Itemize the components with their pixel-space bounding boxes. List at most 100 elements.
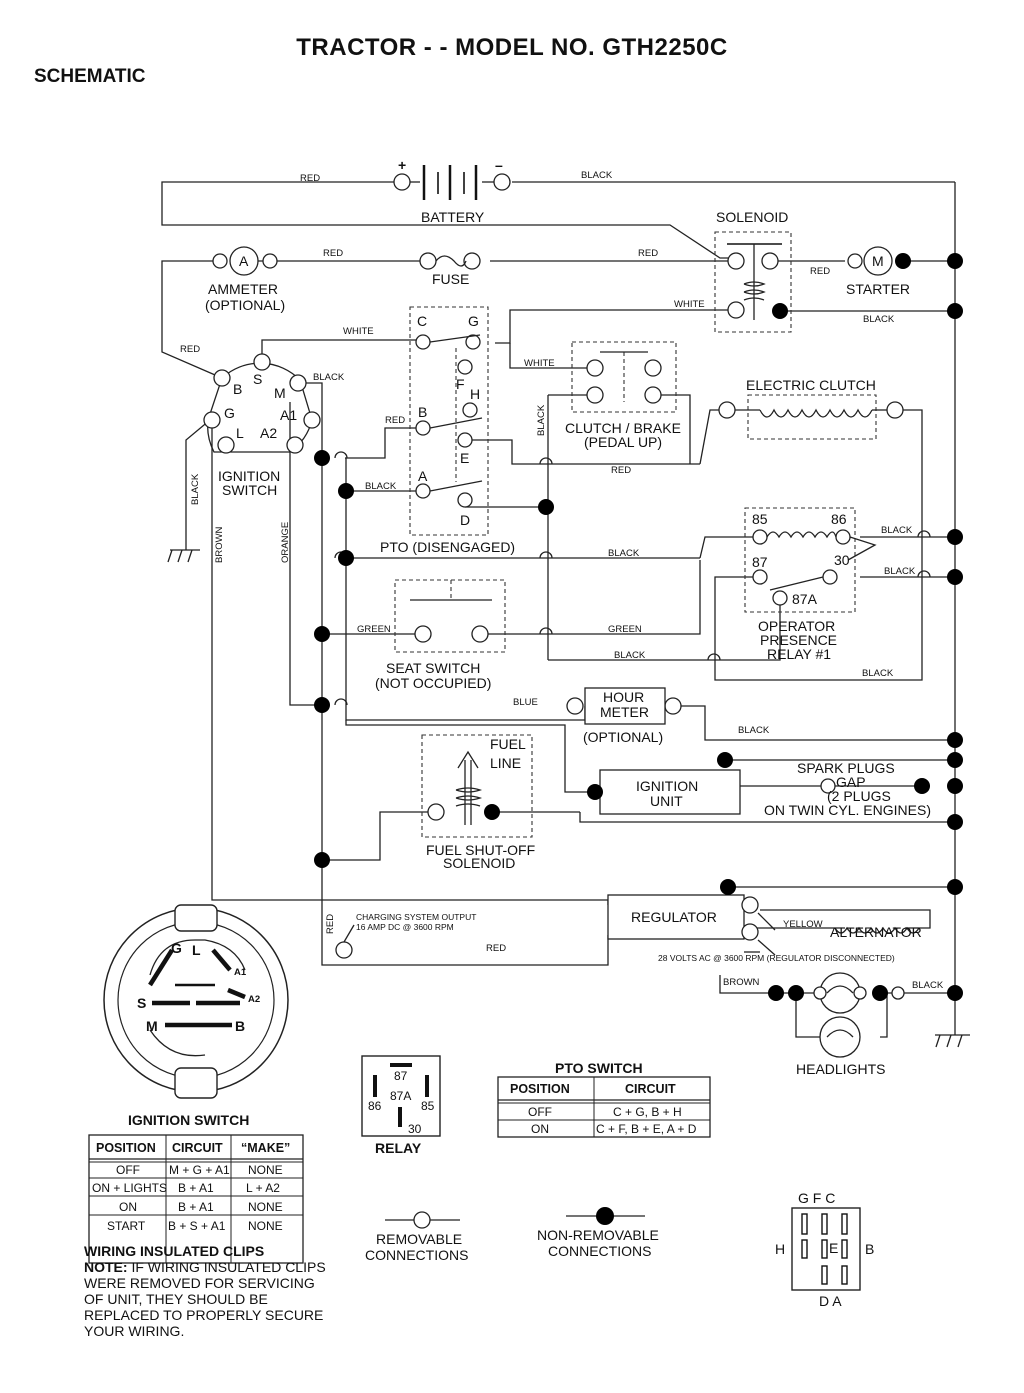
relay-diagram-label: RELAY — [375, 1140, 422, 1156]
pto-switch: C G F H B E A D PTO (DISENGAGED) — [380, 306, 515, 555]
ign-face-l: L — [192, 942, 201, 958]
fuse: FUSE — [419, 252, 481, 287]
pto-label: PTO (DISENGAGED) — [380, 539, 515, 555]
pto-switch-table: PTO SWITCH POSITION CIRCUIT OFF C + G, B… — [497, 1060, 711, 1138]
pto-th-position: POSITION — [510, 1082, 570, 1096]
wire-red-1: RED — [300, 173, 320, 184]
ign-r1-c0: ON + LIGHTS — [92, 1181, 167, 1195]
relay-term-86: 86 — [831, 511, 847, 527]
ign-face-a2: A2 — [248, 994, 260, 1005]
regulator-label: REGULATOR — [631, 909, 717, 925]
wire-red-8: RED — [486, 943, 506, 954]
ignition-switch-table: IGNITION SWITCH POSITION CIRCUIT “MAKE” … — [88, 1112, 304, 1264]
solenoid-label: SOLENOID — [716, 209, 788, 225]
wire-white-2: WHITE — [343, 326, 374, 337]
wire-white-3: WHITE — [524, 358, 555, 369]
wire-black-8: BLACK — [614, 650, 646, 661]
pto-term-d: D — [460, 512, 470, 528]
seat-label-2: (NOT OCCUPIED) — [375, 675, 491, 691]
note-lead: NOTE: — [84, 1259, 128, 1275]
pto-connector-right: B — [865, 1241, 874, 1257]
relay-term-87: 87 — [752, 554, 768, 570]
charging-note: CHARGING SYSTEM OUTPUT 16 AMP DC @ 3600 … — [335, 912, 895, 963]
wire-red-4: RED — [810, 266, 830, 277]
ignition-switch-face: G L A1 A2 S M B — [103, 904, 289, 1099]
wire-black-11: BLACK — [912, 980, 944, 991]
ign-face-g: G — [171, 940, 182, 956]
headlights-label: HEADLIGHTS — [796, 1061, 885, 1077]
relay-pin-30: 30 — [408, 1122, 422, 1136]
relay-pin-87a: 87A — [390, 1089, 411, 1103]
wire-black-6: BLACK — [608, 548, 640, 559]
page-subtitle: SCHEMATIC — [34, 66, 146, 87]
ign-r0-c2: NONE — [248, 1163, 283, 1177]
relay-label-3: RELAY #1 — [767, 646, 831, 662]
ign-term-a1: A1 — [280, 407, 297, 423]
wire-yellow: YELLOW — [783, 919, 823, 930]
clutch-label-2: (PEDAL UP) — [584, 434, 662, 450]
relay-term-87a: 87A — [792, 591, 818, 607]
ign-r0-c0: OFF — [116, 1163, 140, 1177]
electric-clutch: ELECTRIC CLUTCH — [718, 377, 904, 440]
ammeter-sub: (OPTIONAL) — [205, 297, 285, 313]
pto-r1-c0: ON — [531, 1122, 549, 1136]
spark-label-3: (2 PLUGS — [827, 788, 891, 804]
pto-term-f: F — [456, 376, 465, 392]
ign-r2-c2: NONE — [248, 1200, 283, 1214]
clutch-label-1: CLUTCH / BRAKE — [565, 420, 681, 436]
ign-th-circuit: CIRCUIT — [172, 1141, 223, 1155]
legend-nonremovable-2: CONNECTIONS — [548, 1243, 651, 1259]
legend: REMOVABLE CONNECTIONS NON-REMOVABLE CONN… — [365, 1207, 659, 1263]
pto-term-h: H — [470, 386, 480, 402]
wire-black-10: BLACK — [738, 725, 770, 736]
clutch-brake-switch: CLUTCH / BRAKE (PEDAL UP) — [565, 341, 681, 450]
wire-red-6: RED — [385, 415, 405, 426]
wire-red-7: RED — [611, 465, 631, 476]
pto-connector-bottom: D A — [819, 1293, 842, 1309]
starter-label: STARTER — [846, 281, 910, 297]
wire-black-12: BLACK — [190, 473, 201, 505]
wire-black-13: BLACK — [536, 404, 547, 436]
battery-plus: + — [398, 157, 406, 173]
wire-red-5: RED — [180, 344, 200, 355]
fuel-line-2: LINE — [490, 755, 521, 771]
wire-black-9: BLACK — [862, 668, 894, 679]
wire-green-1: GREEN — [357, 624, 391, 635]
ign-term-g: G — [224, 405, 235, 421]
hour-meter-label-2: METER — [600, 704, 649, 720]
wire-green-2: GREEN — [608, 624, 642, 635]
note-text: IF WIRING INSULATED CLIPS WERE REMOVED F… — [84, 1259, 326, 1339]
pto-term-b: B — [418, 404, 427, 420]
relay-term-85: 85 — [752, 511, 768, 527]
relay-term-30: 30 — [834, 552, 850, 568]
pto-connector-center: E — [829, 1240, 838, 1256]
fuel-solenoid-label-2: SOLENOID — [443, 855, 515, 871]
battery: + – BATTERY — [393, 157, 511, 225]
wire-black-1: BLACK — [581, 170, 613, 181]
ign-term-b: B — [233, 381, 242, 397]
ign-r1-c1: B + A1 — [178, 1181, 214, 1195]
legend-removable-2: CONNECTIONS — [365, 1247, 468, 1263]
insulated-clips-note: WIRING INSULATED CLIPS NOTE: IF WIRING I… — [84, 1243, 334, 1339]
ammeter-symbol: A — [239, 253, 249, 269]
battery-label: BATTERY — [421, 209, 485, 225]
wire-red-2: RED — [323, 248, 343, 259]
spark-plugs: SPARK PLUGS GAP (2 PLUGS ON TWIN CYL. EN… — [764, 760, 931, 818]
wire-black-4: BLACK — [365, 481, 397, 492]
wire-black-3: BLACK — [313, 372, 345, 383]
relay-label-2: PRESENCE — [760, 632, 837, 648]
ign-label-1: IGNITION — [218, 468, 280, 484]
connection-dots — [314, 253, 963, 1001]
regulator: REGULATOR ALTERNATOR — [607, 894, 922, 956]
relay-pin-85: 85 — [421, 1099, 435, 1113]
wire-black-2: BLACK — [863, 314, 895, 325]
spark-label-4: ON TWIN CYL. ENGINES) — [764, 802, 931, 818]
wire-blue: BLUE — [513, 697, 538, 708]
pto-connector-top: G F C — [798, 1190, 835, 1206]
ammeter: A AMMETER (OPTIONAL) — [205, 246, 285, 313]
seat-switch: SEAT SWITCH (NOT OCCUPIED) — [375, 579, 506, 691]
wire-orange: ORANGE — [280, 522, 291, 563]
pto-connector-left: H — [775, 1241, 785, 1257]
fuel-solenoid-label-1: FUEL SHUT-OFF — [426, 842, 535, 858]
charging-label-2: 16 AMP DC @ 3600 RPM — [356, 922, 454, 932]
